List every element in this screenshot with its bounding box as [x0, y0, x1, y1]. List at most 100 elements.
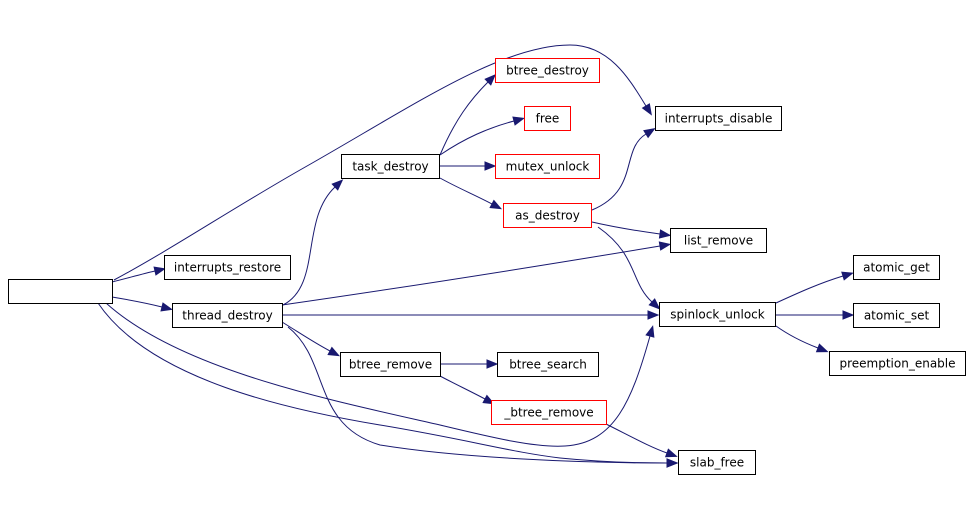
node-box	[497, 352, 599, 377]
node-box	[495, 154, 600, 179]
edge-arrowhead	[486, 359, 499, 369]
node-label: btree_remove	[349, 358, 432, 372]
edge-thread_destroy-to-slab_free	[287, 326, 679, 468]
edge-task_destroy-to-free	[439, 116, 525, 156]
node-btree-remove[interactable]: btree_remove	[340, 352, 441, 377]
node-label: spinlock_unlock	[670, 308, 765, 322]
edge-arrowhead	[484, 73, 497, 86]
node-label: _btree_remove	[503, 406, 593, 420]
edge-spinlock_unlock-to-atomic_set	[776, 310, 855, 320]
node-box	[678, 450, 756, 475]
edge-arrowhead	[664, 448, 678, 458]
node-box	[659, 302, 776, 327]
node-box	[172, 303, 283, 328]
node-label: interrupts_disable	[665, 112, 773, 126]
edge-as_destroy-to-spinlock_unlock	[597, 226, 661, 310]
edge-arrowhead	[842, 310, 855, 320]
edge-line	[281, 245, 661, 306]
node-interrupts-restore[interactable]: interrupts_restore	[164, 255, 291, 280]
edge-line	[605, 423, 668, 454]
node-box	[853, 255, 940, 280]
node-box	[341, 154, 440, 179]
edge-line	[439, 177, 493, 205]
node-slab-free[interactable]: slab_free	[678, 450, 756, 475]
node-as-destroy[interactable]: as_destroy	[503, 203, 592, 228]
node-box	[670, 228, 767, 253]
edge-line	[439, 120, 515, 156]
node-interrupts-disable[interactable]: interrupts_disable	[655, 106, 782, 131]
edge-line	[591, 221, 661, 235]
node-label: btree_search	[509, 358, 587, 372]
node-box	[655, 106, 782, 131]
edge-btree_remove-to-_btree_remove	[439, 375, 496, 405]
edge-arrowhead	[815, 343, 829, 353]
edge-arrowhead	[648, 298, 661, 310]
edge-arrowhead	[331, 179, 344, 191]
node-thread-destroy[interactable]: thread_destroy	[172, 303, 283, 328]
node-list-remove[interactable]: list_remove	[670, 228, 767, 253]
edge-line	[111, 296, 163, 308]
node-box	[829, 351, 966, 376]
edge-line	[287, 326, 668, 464]
node-box	[495, 58, 600, 83]
node-label: slab_free	[690, 456, 744, 470]
edge-arrowhead	[512, 116, 525, 126]
node-box	[853, 303, 940, 328]
node-free[interactable]: free	[524, 106, 571, 131]
node-box	[491, 400, 607, 425]
node-label: preemption_enable	[839, 357, 955, 371]
edge-as_destroy-to-interrupts_disable	[591, 128, 656, 211]
node-atomic-get[interactable]: atomic_get	[853, 255, 940, 280]
edge-arrowhead	[489, 199, 503, 210]
edge-btree_remove-to-btree_search	[440, 359, 499, 369]
edge-line	[105, 302, 651, 447]
node-thread-detach[interactable]: thread_detach	[8, 279, 113, 304]
node-box	[340, 352, 441, 377]
edge-line	[775, 325, 819, 349]
node-label: interrupts_restore	[174, 261, 281, 275]
edge-task_destroy-to-btree_destroy	[439, 73, 497, 156]
node-atomic-set[interactable]: atomic_set	[853, 303, 940, 328]
edge-arrowhead	[327, 346, 341, 357]
edge-arrowhead	[641, 103, 652, 116]
edge-line	[113, 44, 647, 281]
node-btree-search[interactable]: btree_search	[497, 352, 599, 377]
edge-line	[775, 275, 844, 304]
node-box	[164, 255, 291, 280]
node-task-destroy[interactable]: task_destroy	[341, 154, 440, 179]
edge-task_destroy-to-as_destroy	[439, 177, 503, 210]
edge-spinlock_unlock-to-preemption_enable	[775, 325, 829, 353]
edge-thread_destroy-to-btree_remove	[281, 321, 341, 357]
edge-thread_destroy-to-list_remove	[281, 241, 672, 306]
edge-spinlock_unlock-to-atomic_get	[775, 271, 854, 304]
node-label: thread_destroy	[182, 309, 272, 323]
node-preemption-enable[interactable]: preemption_enable	[829, 351, 966, 376]
node-mutex-unlock[interactable]: mutex_unlock	[495, 154, 600, 179]
node-box	[8, 279, 113, 304]
node-btree-destroy[interactable]: btree_destroy	[495, 58, 600, 83]
nodes-layer: thread_detach interrupts_restore thread_de…	[8, 58, 966, 475]
node-box	[503, 203, 592, 228]
edge-as_destroy-to-list_remove	[591, 221, 672, 239]
edge-line	[439, 375, 486, 400]
node-box	[524, 106, 571, 131]
edge-line	[597, 226, 653, 303]
node-spinlock-unlock[interactable]: spinlock_unlock	[659, 302, 776, 327]
node-label: free	[536, 112, 560, 126]
edge-thread_destroy-to-task_destroy	[282, 179, 344, 306]
edge-thread_detach-to-thread_destroy	[111, 296, 174, 312]
edge-thread_detach-to-interrupts_restore	[111, 266, 167, 283]
edges-layer	[97, 44, 855, 468]
node-label: task_destroy	[352, 160, 428, 174]
node-label: thread_detach	[17, 285, 104, 299]
edge-line	[111, 270, 156, 283]
edge-arrowhead	[645, 325, 655, 338]
edge-line	[282, 186, 336, 306]
node-label: atomic_get	[863, 261, 930, 275]
edge-thread_detach-to-spinlock_unlock	[105, 302, 655, 447]
edge-arrowhead	[841, 271, 854, 281]
node-label: atomic_set	[864, 309, 930, 323]
node--btree-remove[interactable]: _btree_remove	[491, 400, 607, 425]
edge-line	[591, 133, 647, 211]
edge-arrowhead	[153, 266, 167, 276]
